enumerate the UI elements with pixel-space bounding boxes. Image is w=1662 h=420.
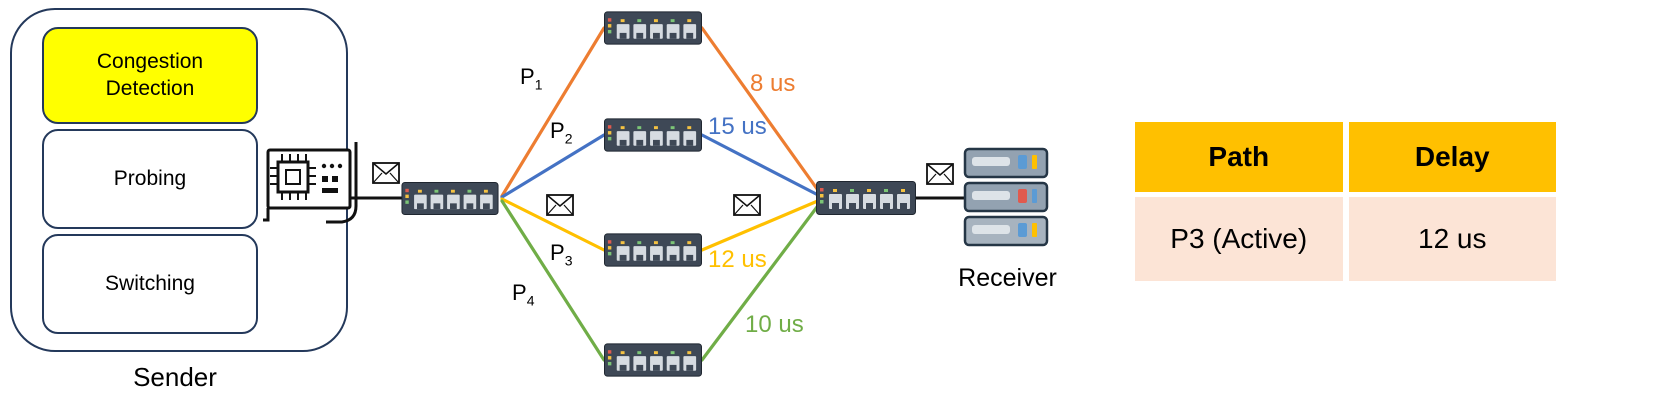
path-label-p2: P2 [550,118,572,146]
path-delay-label-p3: 12 us [708,246,767,273]
sender-edge-switch-icon [401,182,499,215]
module-probing: Probing [42,129,258,229]
table-row: P3 (Active) 12 us [1135,197,1556,281]
path-label-p3-base: P [550,240,565,265]
path-p1-switch-icon [604,11,702,45]
module-switching-label: Switching [105,271,195,295]
path-p2-line-left [500,133,606,199]
path-label-p4: P4 [512,280,534,308]
path-label-p2-base: P [550,118,565,143]
table-header-delay: Delay [1348,122,1556,192]
path-delay-label-p2: 15 us [708,113,767,140]
path-delay-label-p4: 10 us [745,311,804,338]
envelope-icon-sender [372,162,400,184]
path-p1-line-right [700,26,822,195]
module-probing-label: Probing [113,166,187,190]
path-label-p2-sub: 2 [564,130,573,147]
envelope-icon-left-mid [546,194,574,216]
table-header-row: Path Delay [1135,122,1556,192]
nic-card-icon [262,140,358,224]
path-label-p1: P1 [520,64,542,92]
path-p1-line-left [500,26,606,198]
receiver-label: Receiver [958,264,1057,292]
path-label-p1-base: P [520,64,535,89]
envelope-icon-right-mid [733,194,761,216]
path-p3-line-right [700,198,822,252]
module-switching: Switching [42,234,258,334]
module-congestion-detection: Congestion Detection [42,27,258,124]
path-p2-line-right [700,133,822,198]
table-cell-active-path: P3 (Active) [1135,197,1343,281]
path-label-p3: P3 [550,240,572,268]
table-cell-active-delay: 12 us [1348,197,1556,281]
path-p4-switch-icon [604,343,702,377]
module-congestion-detection-label: Congestion Detection [96,50,204,100]
path-p2-switch-icon [604,118,702,152]
path-label-p4-base: P [512,280,527,305]
path-label-p3-sub: 3 [564,252,573,269]
path-delay-label-p1: 8 us [750,70,796,97]
path-delay-table: Path Delay P3 (Active) 12 us [1135,122,1556,281]
path-p3-switch-icon [604,233,702,267]
path-p3-line-left [500,197,606,252]
path-p4-line-right [700,201,822,362]
sender-label: Sender [133,362,217,392]
path-p4-line-left [500,199,606,362]
receiver-edge-switch-icon [816,181,916,215]
table-header-path: Path [1135,122,1343,192]
envelope-icon-receiver [926,163,954,185]
path-label-p4-sub: 4 [526,292,535,309]
receiver-server-icon [963,147,1049,247]
path-label-p1-sub: 1 [534,76,543,93]
